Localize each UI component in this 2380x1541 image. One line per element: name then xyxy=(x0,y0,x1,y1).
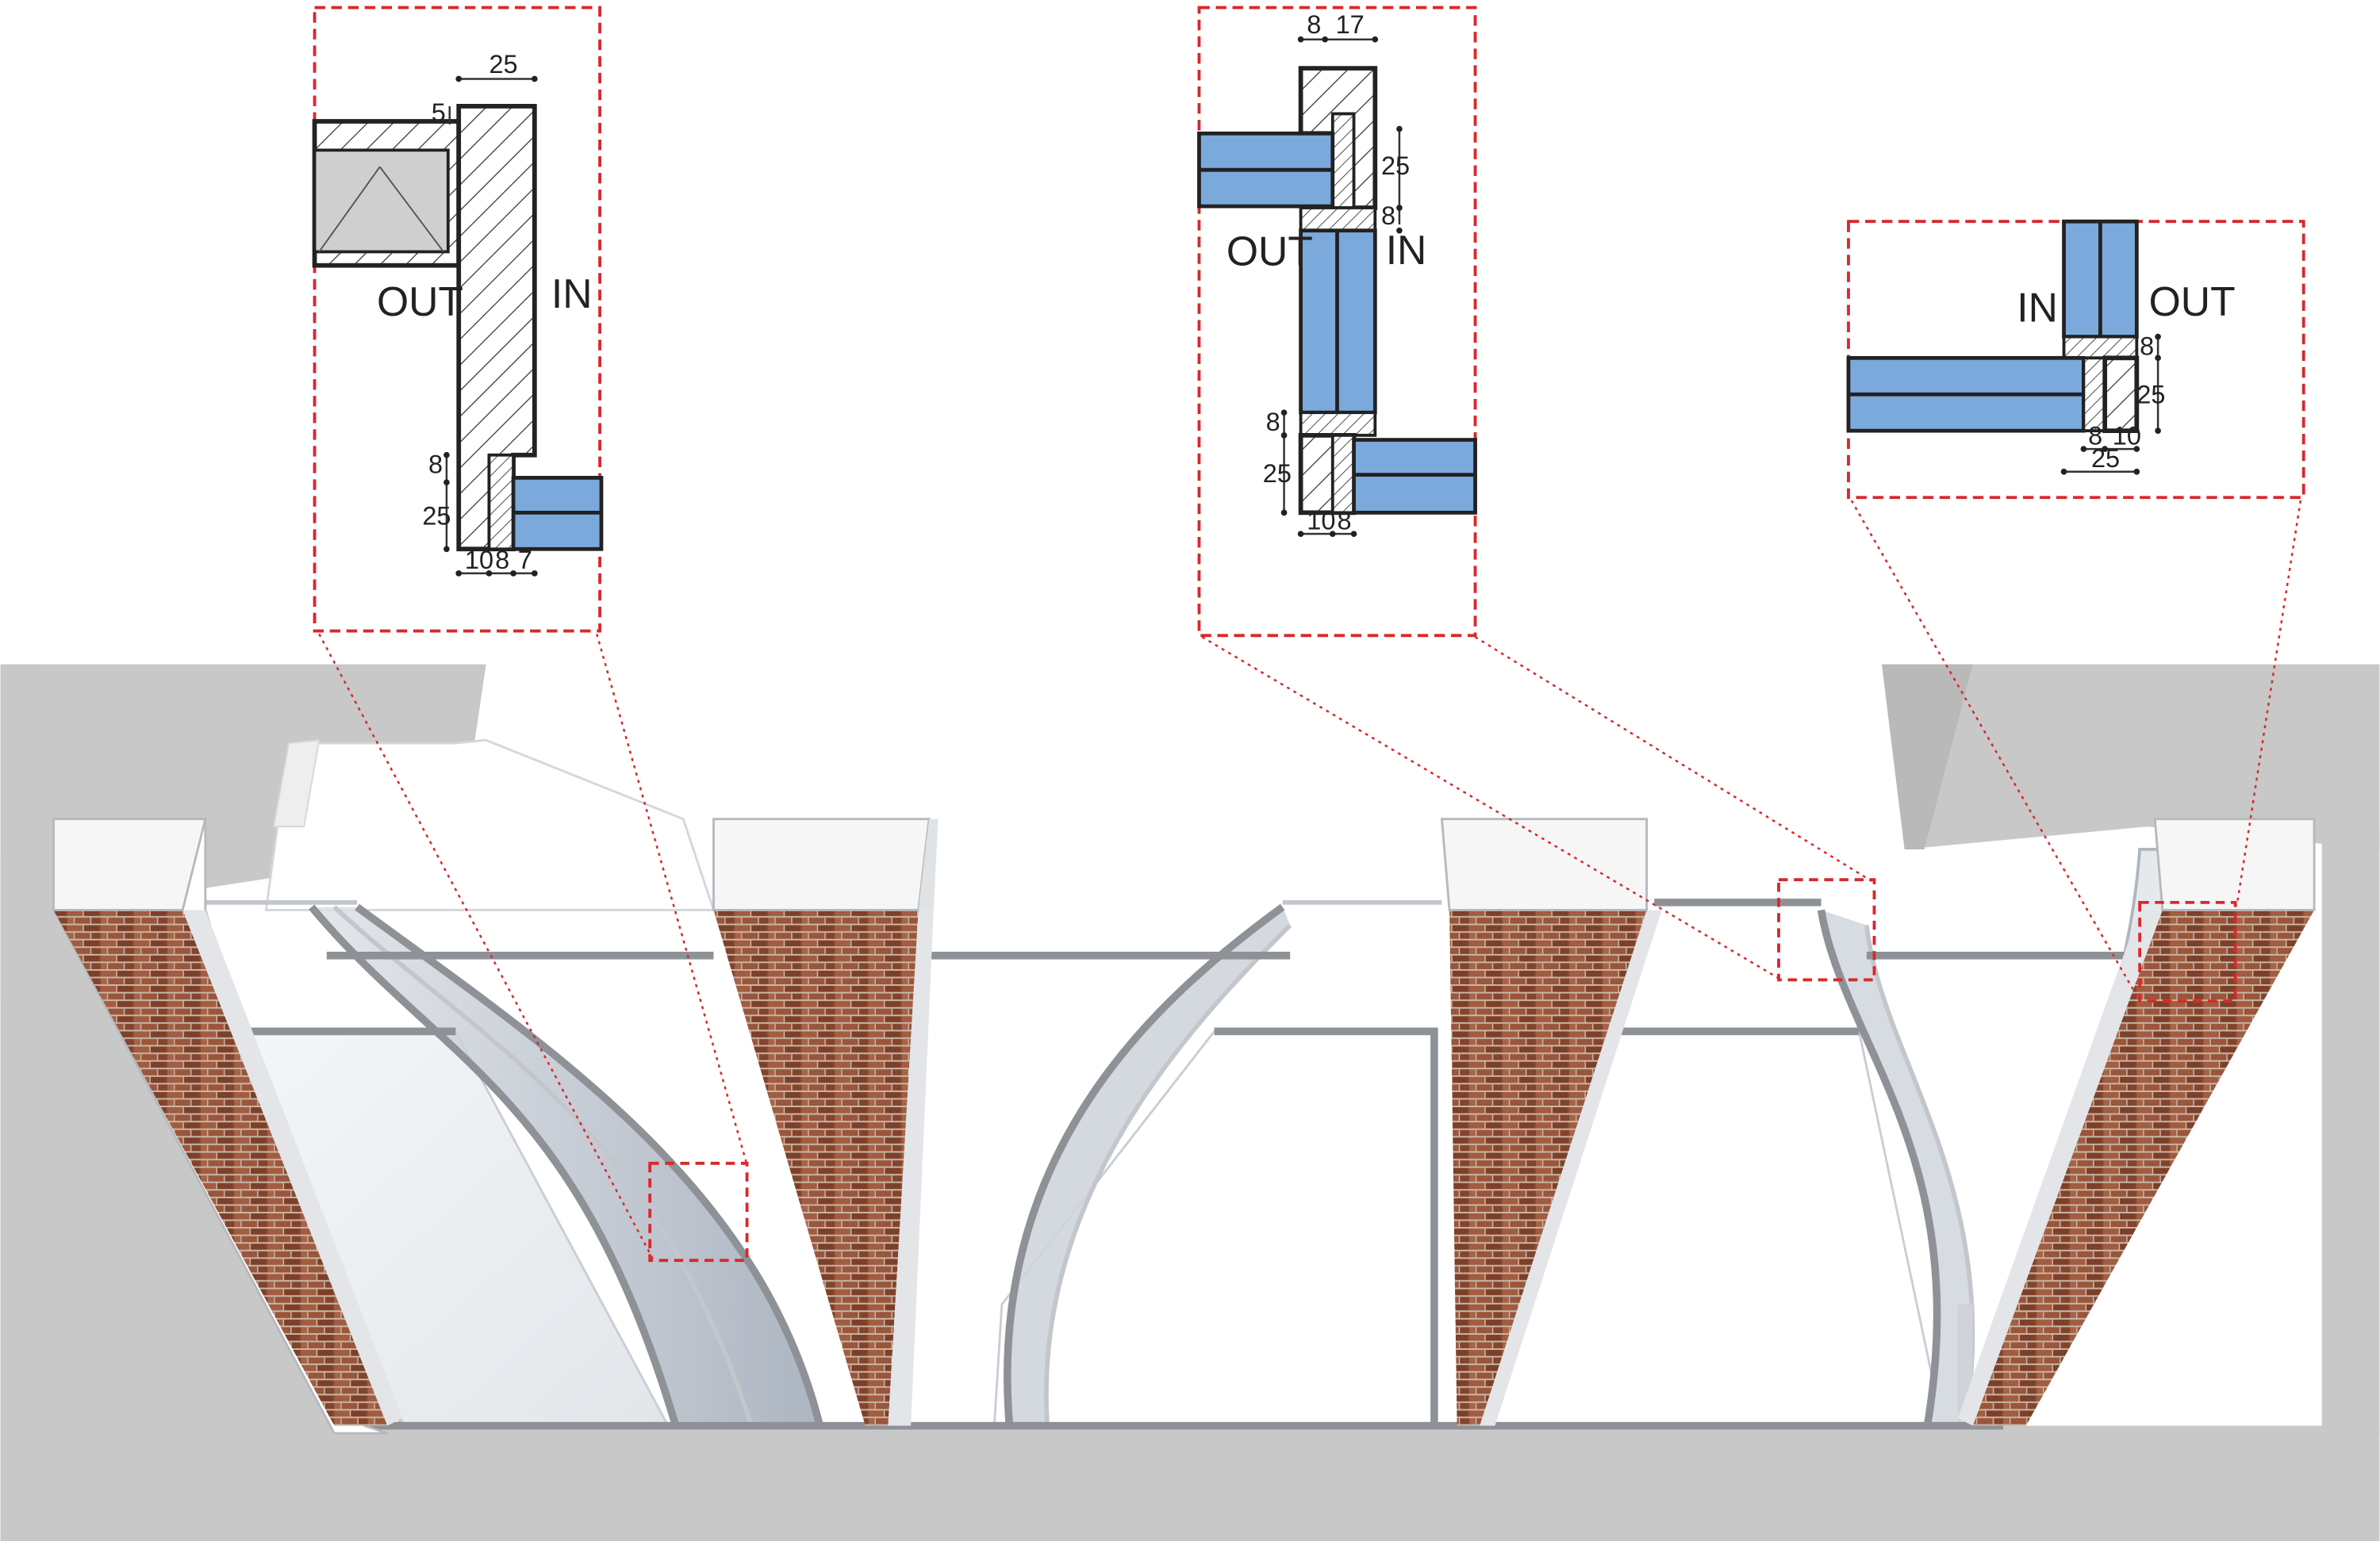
brick-pier-1 xyxy=(52,818,403,1435)
brick-pier-2 xyxy=(712,818,939,1426)
dim-left-b: 25 xyxy=(1263,459,1292,488)
detail-1: OUT IN 25 5 8 25 10 8 7 xyxy=(312,6,749,1263)
brick-pier-4 xyxy=(1957,818,2316,1426)
dim-side-upper: 8 xyxy=(428,450,443,479)
glazing-bay-2 xyxy=(992,903,1438,1428)
dim-bottom-total: 25 xyxy=(2091,444,2120,473)
dim-right-a: 8 xyxy=(2140,332,2154,361)
out-label: OUT xyxy=(377,278,463,324)
out-label: OUT xyxy=(1226,228,1313,274)
detail-marker-3 xyxy=(2138,900,2237,1003)
in-label: IN xyxy=(551,270,593,316)
detail-marker-1 xyxy=(648,1161,749,1263)
curved-glass-panel-2 xyxy=(1007,907,1291,1426)
dim-right-a: 25 xyxy=(1381,151,1410,180)
dim-bottom-b: 10 xyxy=(2113,421,2141,450)
detail-2: OUT IN 8 17 25 8 8 25 10 8 xyxy=(1197,6,1876,982)
dim-left-a: 8 xyxy=(1266,408,1280,436)
detail-callout-box xyxy=(313,6,601,633)
in-label: IN xyxy=(2017,284,2058,330)
detail-3: IN OUT 8 25 8 10 25 xyxy=(1846,219,2305,1003)
back-wall xyxy=(264,738,716,911)
dim-bottom-b: 8 xyxy=(495,546,509,574)
glazing-bay-1 xyxy=(225,903,824,1428)
dim-bottom-a: 8 xyxy=(2088,421,2102,450)
in-label: IN xyxy=(1386,227,1427,273)
out-label: OUT xyxy=(2149,278,2236,324)
dim-right-b: 25 xyxy=(2136,381,2165,409)
detail-marker-2 xyxy=(1777,878,1876,982)
top-beam xyxy=(182,899,2140,1430)
dim-top-a: 8 xyxy=(1307,10,1321,39)
dim-right-b: 8 xyxy=(1381,201,1395,230)
dim-top-b: 17 xyxy=(1336,10,1365,39)
dim-side-top: 5 xyxy=(432,98,446,127)
glazing-bay-3 xyxy=(1486,909,1975,1428)
detail-callout-box xyxy=(1197,6,1477,638)
dim-bottom-a: 10 xyxy=(1307,506,1335,535)
dim-bottom-a: 10 xyxy=(465,546,493,574)
dim-bottom-c: 7 xyxy=(518,546,532,574)
dim-side-lower: 25 xyxy=(422,502,451,531)
dim-top: 25 xyxy=(489,50,517,79)
dim-bottom-b: 8 xyxy=(1338,506,1352,535)
brick-pier-3 xyxy=(1440,818,1662,1426)
curved-glass-panel-1 xyxy=(311,907,820,1426)
